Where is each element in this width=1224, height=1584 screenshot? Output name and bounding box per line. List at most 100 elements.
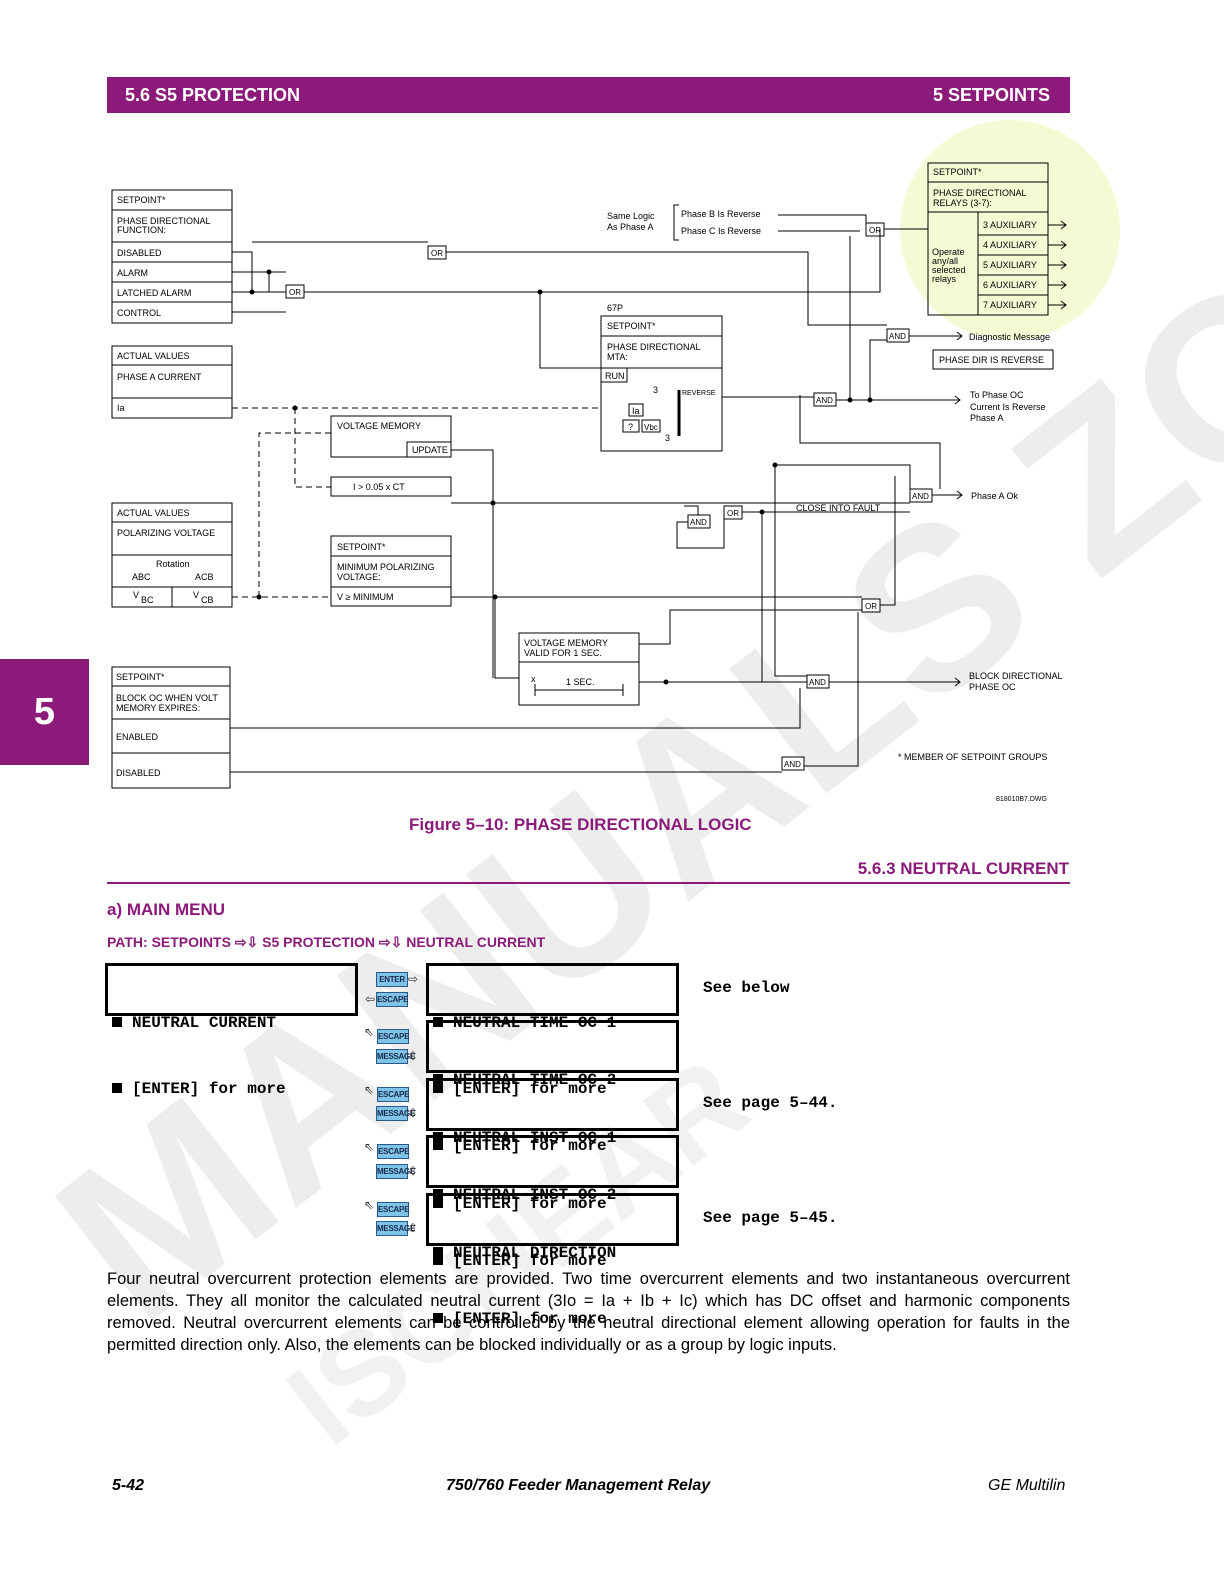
av-pol-abc: ABC xyxy=(132,572,151,582)
diagram-wires xyxy=(230,214,963,773)
footer-company: GE Multilin xyxy=(988,1477,1066,1494)
current-comparator-block: I > 0.05 x CT xyxy=(330,476,452,497)
mta-q: ? xyxy=(628,422,633,432)
gate-and-6: AND xyxy=(781,756,805,771)
message-key[interactable]: MESSAGE xyxy=(376,1106,415,1121)
lcd-neutral-time-oc-1[interactable]: NEUTRAL TIME OC 1 [ENTER] for more xyxy=(426,963,679,1098)
sp-func-opt-alarm: ALARM xyxy=(117,268,148,278)
footer-page-number: 5-42 xyxy=(112,1477,145,1494)
menu-note: See page 5–44. xyxy=(703,1094,838,1112)
av-pol-title1: ACTUAL VALUES xyxy=(117,508,190,518)
av-pol-bc: BC xyxy=(141,595,154,605)
setpoint-block-oc-block: SETPOINT* BLOCK OC WHEN VOLT MEMORY EXPI… xyxy=(111,666,231,789)
sp-func-opt-disabled: DISABLED xyxy=(117,248,162,258)
escape-key[interactable]: ESCAPE xyxy=(377,1144,409,1159)
mta-run: RUN xyxy=(605,371,625,381)
message-key[interactable]: MESSAGE xyxy=(376,1221,415,1236)
sp-block-title1: BLOCK OC WHEN VOLT xyxy=(116,693,218,703)
lcd-line1: NEUTRAL DIRECTION xyxy=(453,1244,617,1262)
lcd-line2: [ENTER] for more xyxy=(453,1310,607,1328)
to-oc-3: Phase A xyxy=(970,413,1004,423)
phase-a-ok: Phase A Ok xyxy=(971,491,1019,501)
mta-star: SETPOINT* xyxy=(607,321,656,331)
av-curr-title1: ACTUAL VALUES xyxy=(117,351,190,361)
voltage-memory-block: VOLTAGE MEMORY UPDATE xyxy=(330,415,452,458)
escape-key[interactable]: ESCAPE xyxy=(377,1029,409,1044)
relay-5: 5 AUXILIARY xyxy=(983,260,1037,270)
mta-label: 67P xyxy=(607,303,623,313)
message-key[interactable]: MESSAGE xyxy=(376,1049,415,1064)
mta-vbc: Vbc xyxy=(644,423,658,432)
to-oc-2: Current Is Reverse xyxy=(970,402,1046,412)
dwg-number: 818010B7.DWG xyxy=(996,796,1047,803)
lcd-neutral-inst-oc-2[interactable]: NEUTRAL INST OC 2 [ENTER] for more xyxy=(426,1135,679,1270)
output-relays-block: SETPOINT* PHASE DIRECTIONAL RELAYS (3-7)… xyxy=(927,162,1067,316)
lcd-line2: [ENTER] for more xyxy=(453,1195,607,1213)
escape-key[interactable]: ESCAPE xyxy=(376,992,408,1007)
sp-func-title2: FUNCTION: xyxy=(117,225,166,235)
bullet-icon xyxy=(433,1083,443,1093)
svg-text:OR: OR xyxy=(727,509,739,518)
relay-7: 7 AUXILIARY xyxy=(983,300,1037,310)
diag-message: Diagnostic Message xyxy=(969,332,1050,342)
voltage-valid-timer-block: VOLTAGE MEMORY VALID FOR 1 SEC. x 1 SEC. xyxy=(518,632,640,706)
escape-key[interactable]: ESCAPE xyxy=(377,1202,409,1217)
lcd-neutral-inst-oc-1[interactable]: NEUTRAL INST OC 1 [ENTER] for more xyxy=(426,1078,679,1213)
svg-text:AND: AND xyxy=(690,518,707,527)
av-pol-v1: V xyxy=(133,590,139,600)
relay-4: 4 AUXILIARY xyxy=(983,240,1037,250)
arrow-left-icon: ⇦ xyxy=(365,992,376,1006)
arrow-upleft-icon: ⇖ xyxy=(364,1083,375,1097)
sp-func-opt-latched: LATCHED ALARM xyxy=(117,288,191,298)
message-key[interactable]: MESSAGE xyxy=(376,1164,415,1179)
setpoint-min-polarizing-block: SETPOINT* MINIMUM POLARIZING VOLTAGE: V … xyxy=(330,535,452,607)
vvalid-title1: VOLTAGE MEMORY xyxy=(524,638,608,648)
minpol-title2: VOLTAGE: xyxy=(337,572,381,582)
gate-or-1: OR xyxy=(427,245,447,260)
menu-note: See page 5–45. xyxy=(703,1209,838,1227)
gate-or-2: OR xyxy=(285,284,305,299)
relays-title1: PHASE DIRECTIONAL xyxy=(933,188,1027,198)
av-pol-cb: CB xyxy=(201,595,214,605)
av-curr-title2: PHASE A CURRENT xyxy=(117,372,202,382)
arrow-updown-icon: ⇳ xyxy=(408,1049,419,1063)
sp-block-disabled: DISABLED xyxy=(116,768,161,778)
enter-key[interactable]: ENTER xyxy=(376,972,408,987)
svg-text:AND: AND xyxy=(816,396,833,405)
phase-c-reverse: Phase C Is Reverse xyxy=(681,226,761,236)
lcd-line1: NEUTRAL TIME OC 1 xyxy=(453,1014,617,1032)
body-paragraph: Four neutral overcurrent protection elem… xyxy=(107,1270,1070,1354)
relay-3: 3 AUXILIARY xyxy=(983,220,1037,230)
actual-values-voltage-block: ACTUAL VALUES POLARIZING VOLTAGE Rotatio… xyxy=(111,502,233,608)
escape-key[interactable]: ESCAPE xyxy=(377,1087,409,1102)
lcd-line2: [ENTER] for more xyxy=(132,1080,286,1098)
lcd-line2: [ENTER] for more xyxy=(453,1137,607,1155)
arrow-updown-icon: ⇳ xyxy=(408,1106,419,1120)
av-pol-rotation: Rotation xyxy=(156,559,190,569)
svg-text:OR: OR xyxy=(289,288,301,297)
arrow-up-icon: ⇧ xyxy=(408,1221,419,1235)
lcd-neutral-direction[interactable]: NEUTRAL DIRECTION [ENTER] for more xyxy=(426,1193,679,1328)
lcd-neutral-time-oc-2[interactable]: NEUTRAL TIME OC 2 [ENTER] for more xyxy=(426,1020,679,1155)
gate-and-1: AND xyxy=(886,328,910,343)
lcd-neutral-current[interactable]: NEUTRAL CURRENT [ENTER] for more xyxy=(105,963,358,1098)
same-logic-2: As Phase A xyxy=(607,222,654,232)
section-rule xyxy=(107,882,1070,884)
to-oc-1: To Phase OC xyxy=(970,390,1024,400)
relays-op4: relays xyxy=(932,274,957,284)
section-title: 5.6.3 NEUTRAL CURRENT xyxy=(857,859,1069,878)
mta-block: 67P SETPOINT* PHASE DIRECTIONAL MTA: RUN… xyxy=(600,303,723,452)
bullet-icon xyxy=(433,1255,443,1265)
vmem-update: UPDATE xyxy=(412,445,448,455)
minpol-title1: MINIMUM POLARIZING xyxy=(337,562,435,572)
subsection-title: a) MAIN MENU xyxy=(107,900,226,919)
av-pol-title2: POLARIZING VOLTAGE xyxy=(117,528,215,538)
sp-func-star: SETPOINT* xyxy=(117,195,166,205)
sp-block-star: SETPOINT* xyxy=(116,672,165,682)
mta-three-b: 3 xyxy=(665,433,670,443)
gate-and-4: AND xyxy=(687,514,711,529)
svg-text:OR: OR xyxy=(431,249,443,258)
bullet-icon xyxy=(112,1017,122,1027)
svg-text:AND: AND xyxy=(809,678,826,687)
bullet-icon xyxy=(433,1313,443,1323)
